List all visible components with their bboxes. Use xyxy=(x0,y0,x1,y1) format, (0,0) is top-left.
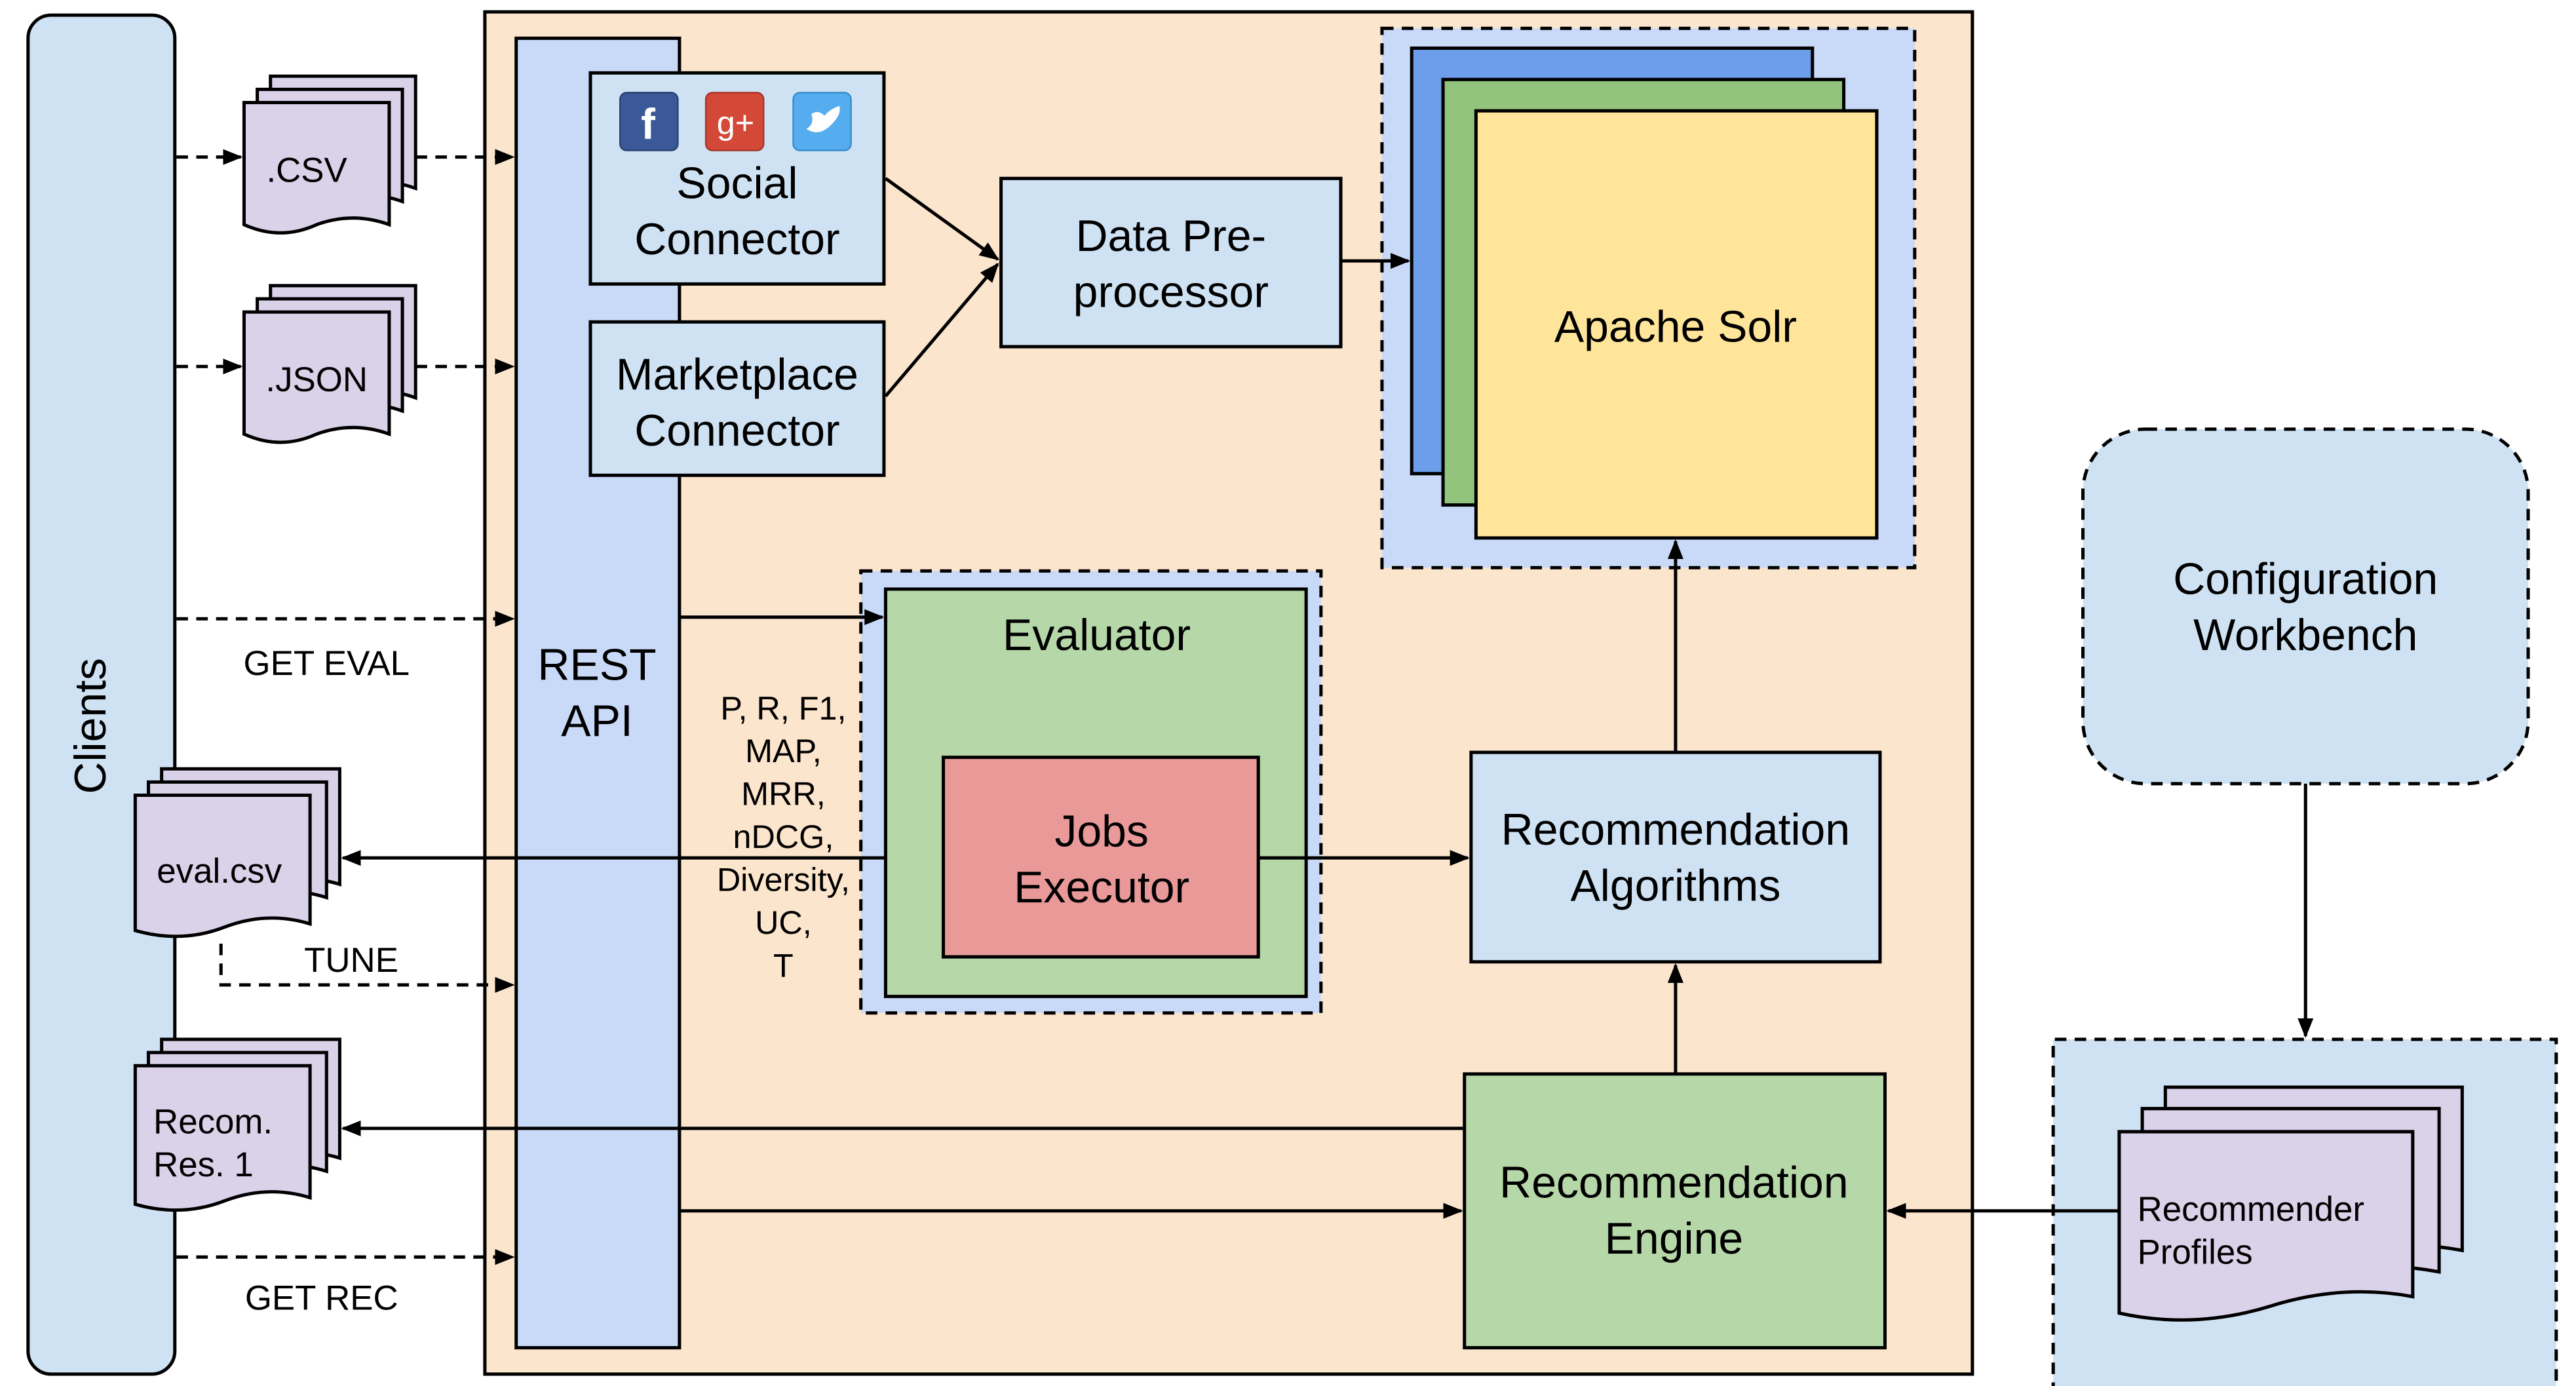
metric-item: MAP, xyxy=(745,732,822,769)
twitter-icon xyxy=(792,92,852,151)
tune-label: TUNE xyxy=(304,941,398,980)
csv-file-stack xyxy=(242,74,417,235)
metric-item: UC, xyxy=(755,904,812,941)
marketplace-connector-label-line1: Marketplace xyxy=(616,349,858,399)
recommendation-algorithms-label-line2: Algorithms xyxy=(1570,861,1780,911)
json-file-stack xyxy=(242,284,417,444)
configuration-workbench-box xyxy=(2081,427,2530,786)
data-preprocessor-box xyxy=(999,176,1343,349)
svg-text:f: f xyxy=(641,100,655,148)
apache-solr-box xyxy=(1474,109,1879,540)
recommender-profiles-file-stack xyxy=(2117,1085,2464,1322)
eval-file-label: eval.csv xyxy=(157,852,282,891)
recommendation-algorithms-box xyxy=(1469,750,1882,964)
metric-item: Diversity, xyxy=(717,860,850,898)
recommendation-engine-label-line1: Recommendation xyxy=(1499,1158,1848,1208)
recommendation-engine-label-line2: Engine xyxy=(1605,1214,1744,1263)
recommender-profiles-label-line1: Recommender xyxy=(2138,1190,2364,1229)
metric-item: T xyxy=(773,946,794,984)
metric-item: MRR, xyxy=(741,775,826,813)
social-connector-label-line2: Connector xyxy=(634,214,839,264)
marketplace-connector-box xyxy=(588,320,886,477)
flow-arrows xyxy=(341,177,2314,1219)
clients-bar xyxy=(26,13,177,1376)
data-preprocessor-label-line2: processor xyxy=(1073,267,1269,317)
apache-solr-label: Apache Solr xyxy=(1554,301,1797,351)
json-file-label: .JSON xyxy=(265,360,368,399)
recommender-profiles-label-line2: Profiles xyxy=(2138,1233,2253,1271)
social-connector-label-line1: Social xyxy=(676,159,798,208)
jobs-executor-box xyxy=(942,756,1260,959)
rest-api-label-line2: API xyxy=(561,696,633,746)
configuration-workbench-label-line2: Workbench xyxy=(2193,610,2417,660)
recom-results-label-line2: Res. 1 xyxy=(153,1145,254,1184)
marketplace-connector-label-line2: Connector xyxy=(634,406,839,455)
facebook-icon: f xyxy=(619,92,679,151)
csv-file-label: .CSV xyxy=(266,151,347,189)
data-preprocessor-label-line1: Data Pre- xyxy=(1075,211,1266,261)
clients-label: Clients xyxy=(66,658,115,794)
recom-results-label-line1: Recom. xyxy=(153,1102,273,1141)
evaluator-label: Evaluator xyxy=(1003,610,1191,660)
rest-api-label-line1: REST xyxy=(537,640,656,689)
eval-file-stack xyxy=(133,767,341,938)
metric-item: P, R, F1, xyxy=(720,689,846,727)
recommendation-algorithms-label-line1: Recommendation xyxy=(1501,805,1850,855)
metrics-list: P, R, F1, MAP, MRR, nDCG, Diversity, UC,… xyxy=(717,689,850,984)
get-eval-label: GET EVAL xyxy=(244,644,410,683)
recommendation-engine-box xyxy=(1463,1072,1887,1350)
jobs-executor-label-line2: Executor xyxy=(1014,862,1189,912)
jobs-executor-label-line1: Jobs xyxy=(1054,807,1149,857)
client-request-arrows xyxy=(176,149,515,1265)
google-plus-icon: g+ xyxy=(704,92,765,151)
recom-results-file-stack xyxy=(133,1037,341,1212)
get-rec-label: GET REC xyxy=(245,1279,398,1318)
configuration-workbench-label-line1: Configuration xyxy=(2173,554,2438,604)
metric-item: nDCG, xyxy=(733,818,834,855)
svg-text:g+: g+ xyxy=(717,104,754,141)
